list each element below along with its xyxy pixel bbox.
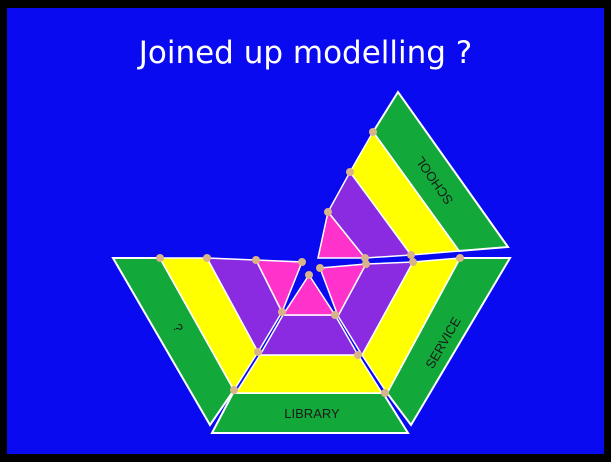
node bbox=[298, 258, 306, 266]
node bbox=[381, 389, 389, 397]
library-yellow-band bbox=[236, 355, 382, 393]
node bbox=[305, 271, 313, 279]
node bbox=[254, 348, 262, 356]
node bbox=[407, 251, 415, 259]
node bbox=[203, 254, 211, 262]
node bbox=[456, 254, 464, 262]
node bbox=[252, 256, 260, 264]
node bbox=[354, 351, 362, 359]
node bbox=[316, 264, 324, 272]
node bbox=[156, 254, 164, 262]
node bbox=[369, 128, 377, 136]
node bbox=[324, 208, 332, 216]
node bbox=[409, 258, 417, 266]
node bbox=[278, 308, 286, 316]
node bbox=[346, 168, 354, 176]
node bbox=[361, 254, 369, 262]
node bbox=[331, 311, 339, 319]
node bbox=[230, 386, 238, 394]
segment-school: SCHOOL bbox=[318, 92, 508, 258]
library-label: LIBRARY bbox=[284, 406, 340, 421]
